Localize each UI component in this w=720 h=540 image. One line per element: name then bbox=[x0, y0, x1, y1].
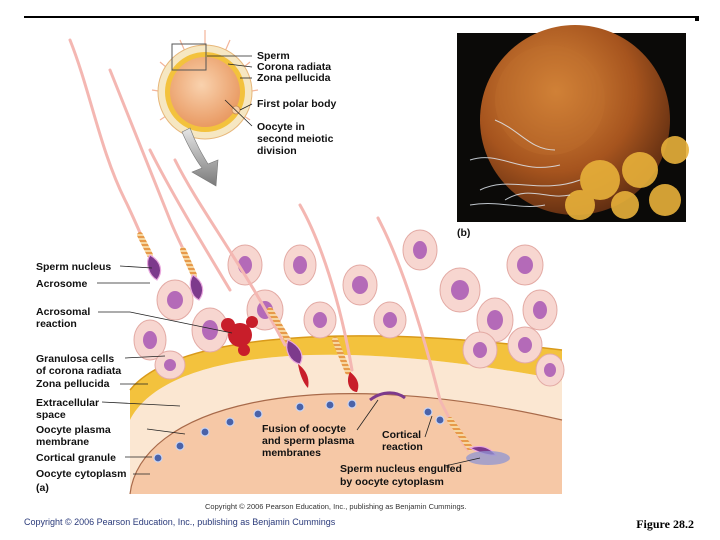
label-oocyte-l3: division bbox=[257, 145, 297, 157]
footer-copyright: Copyright © 2006 Pearson Education, Inc.… bbox=[24, 517, 336, 527]
inner-copyright: Copyright © 2006 Pearson Education, Inc.… bbox=[205, 502, 467, 511]
sperm-midpieces bbox=[137, 232, 473, 451]
cortical-granules bbox=[153, 399, 445, 463]
label-cortical-l2: reaction bbox=[382, 441, 423, 453]
label-zona-pellucida-top: Zona pellucida bbox=[257, 72, 331, 84]
panel-a-label: (a) bbox=[36, 482, 49, 494]
zoom-arrow bbox=[181, 127, 219, 187]
label-plasma-l1: Oocyte plasma bbox=[36, 424, 111, 436]
penetrating-sperm bbox=[298, 364, 359, 392]
label-cortical-granule: Cortical granule bbox=[36, 452, 116, 464]
label-extracellular-l1: Extracellular bbox=[36, 397, 99, 409]
label-engulfed-l2: by oocyte cytoplasm bbox=[340, 476, 444, 488]
label-cytoplasm: Oocyte cytoplasm bbox=[36, 468, 126, 480]
acrosomal-reaction bbox=[221, 316, 258, 356]
main-illustration bbox=[68, 38, 565, 495]
top-rule-mark bbox=[695, 16, 699, 21]
label-sperm-nucleus: Sperm nucleus bbox=[36, 261, 111, 273]
panel-b-label: (b) bbox=[457, 227, 470, 239]
granulosa-cells bbox=[133, 229, 565, 387]
sem-photo bbox=[457, 25, 689, 222]
label-engulfed-l1: Sperm nucleus engulfed bbox=[340, 463, 462, 475]
label-acrosomal-l2: reaction bbox=[36, 318, 77, 330]
label-fusion-l2: and sperm plasma bbox=[262, 435, 354, 447]
label-sperm: Sperm bbox=[257, 50, 290, 62]
label-granulosa-l1: Granulosa cells bbox=[36, 353, 114, 365]
label-extracellular-l2: space bbox=[36, 409, 66, 421]
label-acrosomal-l1: Acrosomal bbox=[36, 306, 90, 318]
label-cortical-l1: Cortical bbox=[382, 429, 421, 441]
label-first-polar-body: First polar body bbox=[257, 98, 337, 110]
inner-leaders bbox=[356, 399, 481, 467]
figure-number: Figure 28.2 bbox=[636, 517, 694, 531]
label-oocyte-l2: second meiotic bbox=[257, 133, 334, 145]
top-leaders bbox=[207, 55, 253, 127]
label-acrosome: Acrosome bbox=[36, 278, 88, 290]
label-fusion-l3: membranes bbox=[262, 447, 321, 459]
label-fusion-l1: Fusion of oocyte bbox=[262, 423, 346, 435]
label-corona-radiata: Corona radiata bbox=[257, 61, 331, 73]
label-plasma-l2: membrane bbox=[36, 436, 89, 448]
oocyte-inset bbox=[151, 30, 259, 140]
label-granulosa-l2: of corona radiata bbox=[36, 365, 121, 377]
label-zona-pellucida: Zona pellucida bbox=[36, 378, 110, 390]
label-oocyte-l1: Oocyte in bbox=[257, 121, 305, 133]
left-leaders bbox=[97, 265, 233, 475]
top-rule bbox=[24, 16, 696, 18]
